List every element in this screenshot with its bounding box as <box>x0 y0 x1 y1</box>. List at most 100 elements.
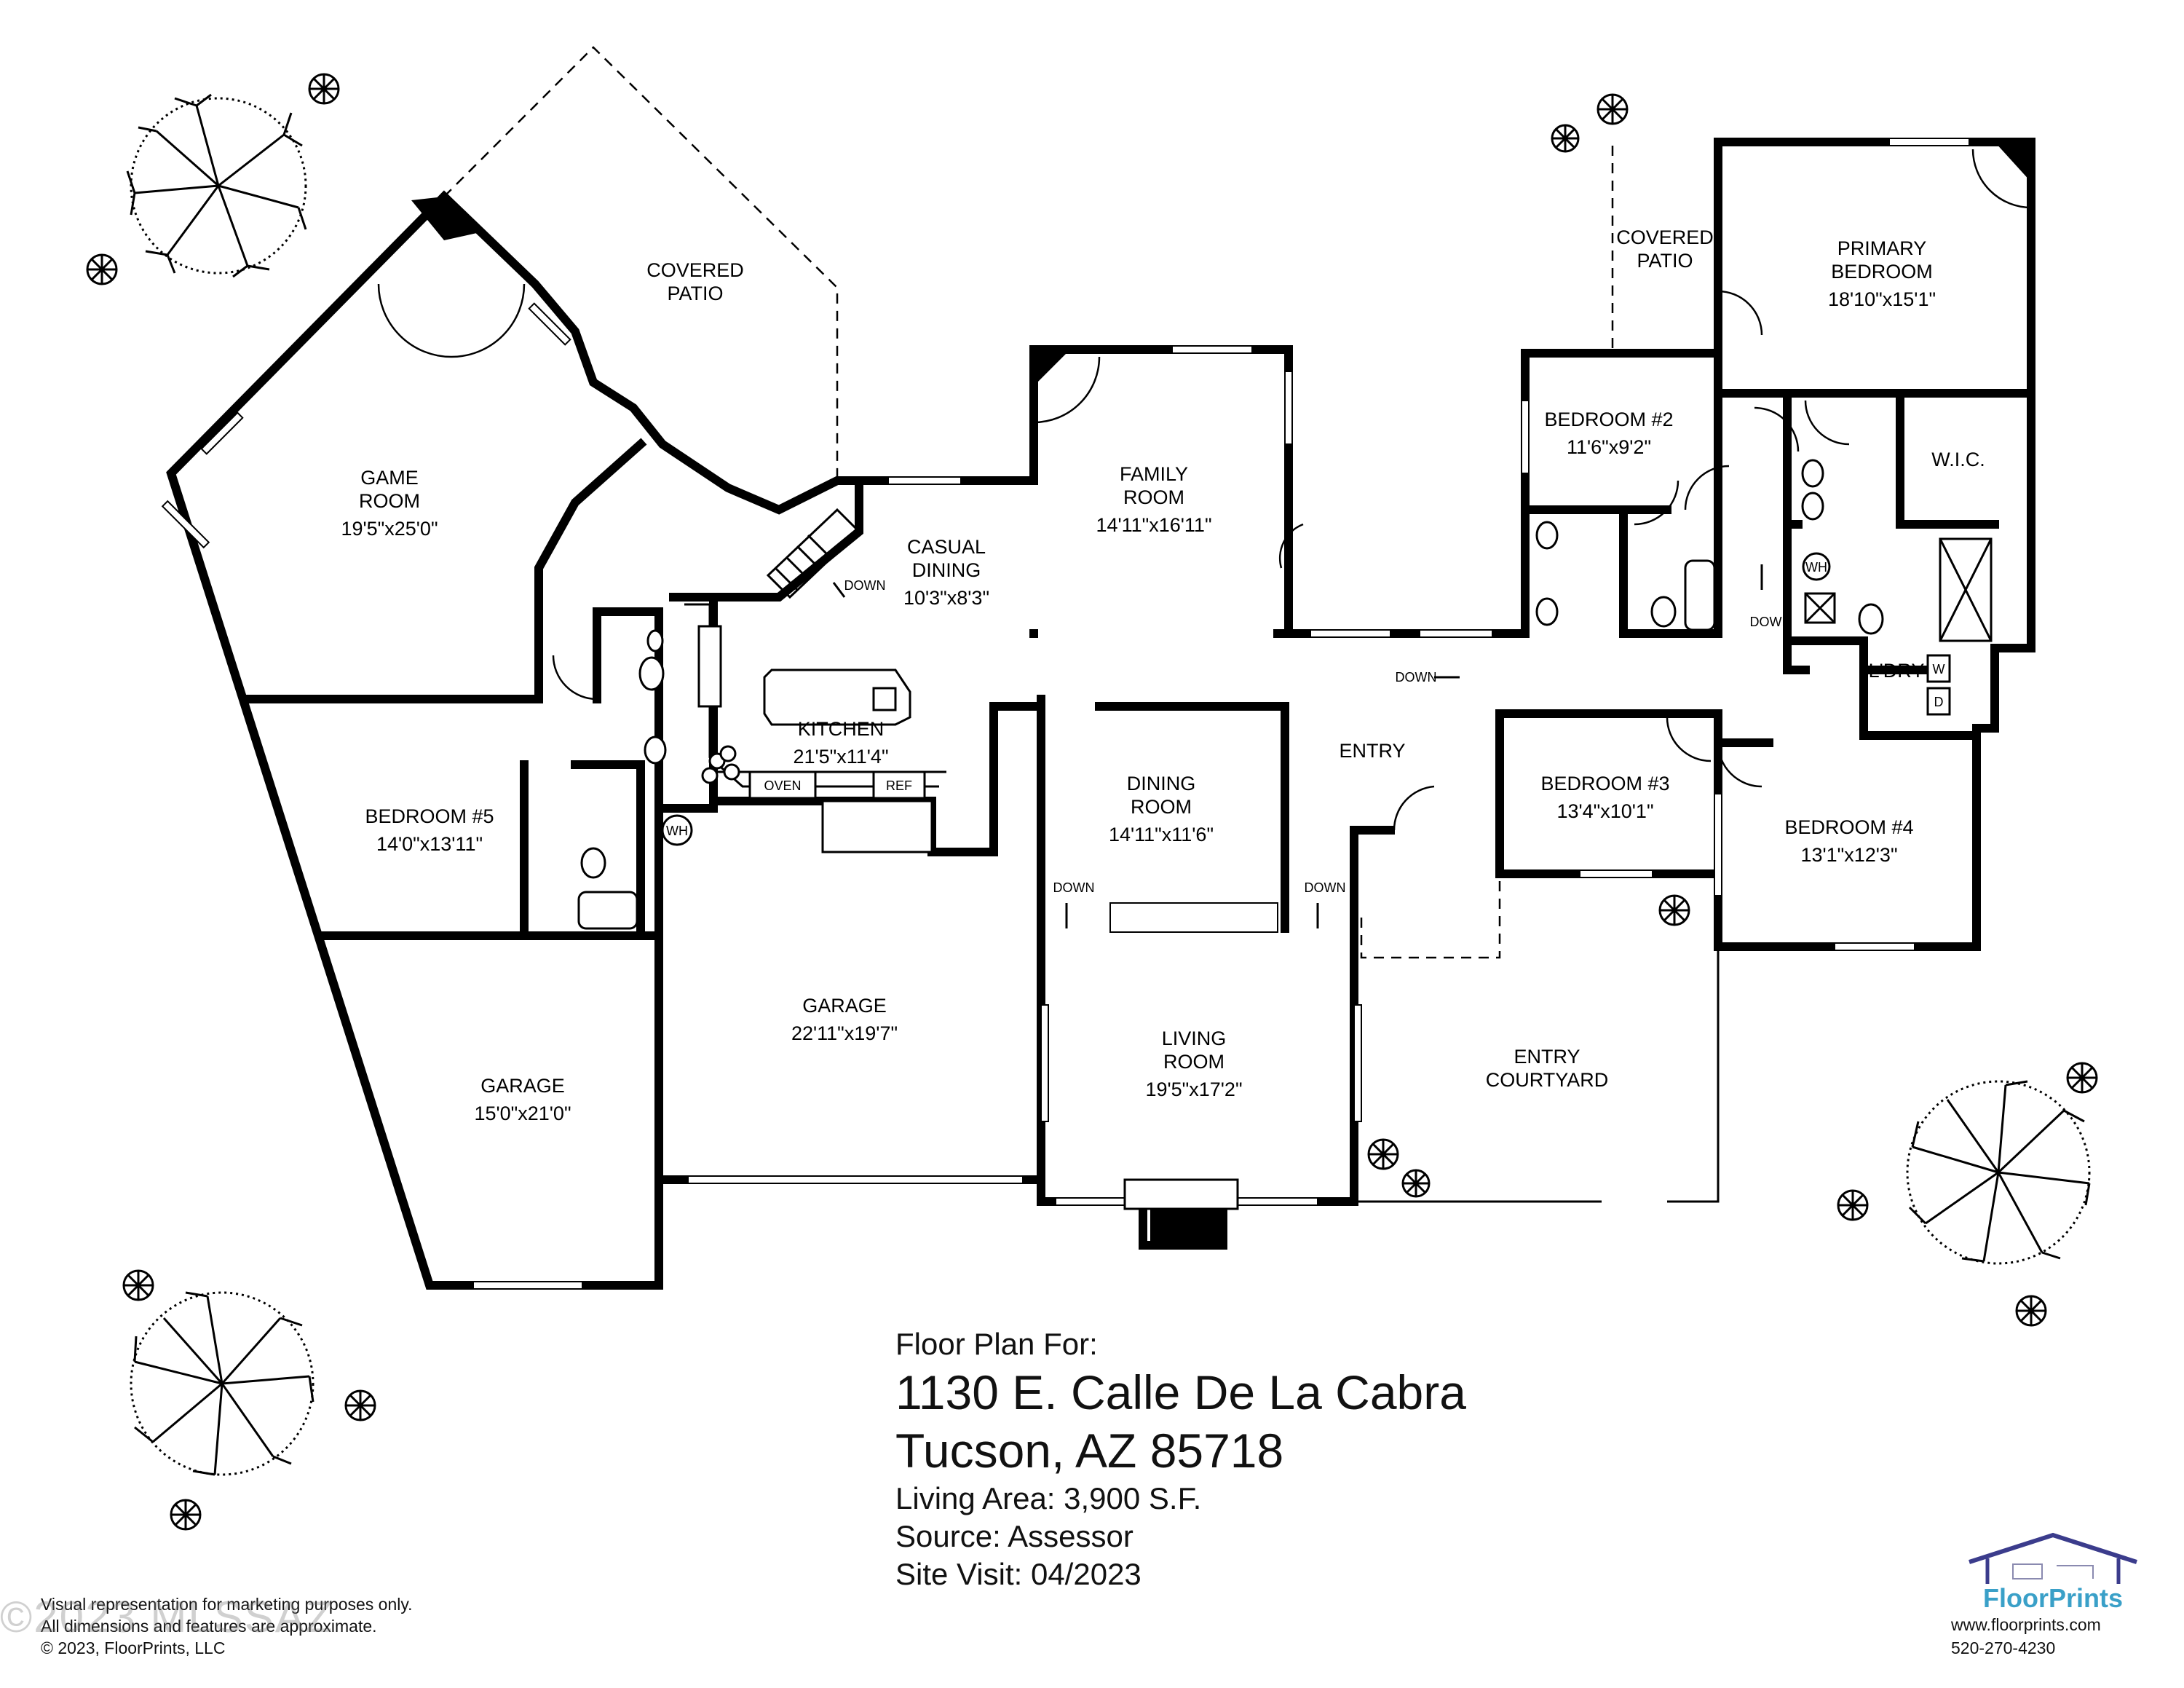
svg-text:ROOM: ROOM <box>1123 486 1184 508</box>
down-arrows <box>832 564 1763 928</box>
svg-text:FAMILY: FAMILY <box>1120 463 1188 485</box>
doors <box>377 149 2032 831</box>
svg-text:DOWN: DOWN <box>1750 615 1792 629</box>
annotations: DOWN DOWN DOWN DOWN DOWN OVEN REF WH WH … <box>666 560 1945 895</box>
svg-text:19'5"x25'0": 19'5"x25'0" <box>341 518 438 540</box>
svg-text:DOWN: DOWN <box>1396 670 1437 685</box>
disclaimer-line2: All dimensions and features are approxim… <box>41 1617 377 1636</box>
room-primary-bedroom: PRIMARY BEDROOM 18'10"x15'1" <box>1828 237 1936 310</box>
svg-text:ENTRY: ENTRY <box>1339 740 1405 762</box>
brand-block: FloorPrints www.floorprints.com 520-270-… <box>1951 1529 2155 1657</box>
svg-text:ENTRY: ENTRY <box>1514 1046 1580 1068</box>
room-laundry: L'DRY <box>1869 660 1925 682</box>
svg-text:GARAGE: GARAGE <box>802 995 887 1017</box>
room-garage-2: GARAGE 22'11"x19'7" <box>791 995 898 1044</box>
svg-text:CASUAL: CASUAL <box>907 536 986 558</box>
svg-text:BEDROOM: BEDROOM <box>1831 261 1933 283</box>
svg-text:10'3"x8'3": 10'3"x8'3" <box>903 587 989 609</box>
room-casual-dining: CASUAL DINING 10'3"x8'3" <box>903 536 989 609</box>
svg-text:13'4"x10'1": 13'4"x10'1" <box>1556 800 1653 822</box>
room-kitchen: KITCHEN 21'5"x11'4" <box>793 718 888 768</box>
site-visit: Site Visit: 04/2023 <box>895 1557 1142 1591</box>
svg-text:11'6"x9'2": 11'6"x9'2" <box>1567 436 1651 458</box>
room-entry: ENTRY <box>1339 740 1405 762</box>
svg-text:BEDROOM #4: BEDROOM #4 <box>1784 816 1913 838</box>
brand-phone: 520-270-4230 <box>1951 1638 2056 1657</box>
svg-text:KITCHEN: KITCHEN <box>798 718 885 740</box>
svg-text:19'5"x17'2": 19'5"x17'2" <box>1145 1078 1242 1100</box>
svg-text:DOWN: DOWN <box>844 578 886 593</box>
svg-text:22'11"x19'7": 22'11"x19'7" <box>791 1022 898 1044</box>
svg-text:ROOM: ROOM <box>1163 1051 1224 1073</box>
svg-text:W: W <box>1933 662 1945 677</box>
room-family-room: FAMILY ROOM 14'11"x16'11" <box>1096 463 1211 536</box>
disclaimer-line1: Visual representation for marketing purp… <box>41 1595 413 1614</box>
svg-text:14'11"x16'11": 14'11"x16'11" <box>1096 514 1211 536</box>
room-labels: COVERED PATIO GAME ROOM 19'5"x25'0" CASU… <box>341 226 1985 1124</box>
fixtures <box>411 142 2031 1245</box>
tree-top-left <box>126 93 307 278</box>
room-entry-courtyard: ENTRY COURTYARD <box>1486 1046 1609 1091</box>
svg-text:COURTYARD: COURTYARD <box>1486 1069 1609 1091</box>
svg-text:GAME: GAME <box>360 467 419 489</box>
brand-website: www.floorprints.com <box>1951 1615 2101 1634</box>
svg-text:BEDROOM #5: BEDROOM #5 <box>365 805 494 827</box>
svg-text:PATIO: PATIO <box>667 283 723 304</box>
svg-text:PRIMARY: PRIMARY <box>1837 237 1927 259</box>
watermark: ©2023 MLSSAZ <box>0 1593 334 1641</box>
svg-text:BEDROOM #3: BEDROOM #3 <box>1540 773 1669 794</box>
svg-text:DOWN: DOWN <box>1053 880 1095 895</box>
svg-text:15'0"x21'0": 15'0"x21'0" <box>474 1103 571 1124</box>
svg-text:DOWN: DOWN <box>1305 880 1346 895</box>
svg-text:L'DRY: L'DRY <box>1869 660 1925 682</box>
svg-text:13'1"x12'3": 13'1"x12'3" <box>1800 844 1897 866</box>
svg-text:14'11"x11'6": 14'11"x11'6" <box>1109 824 1214 845</box>
windows <box>161 138 1970 1290</box>
svg-text:DINING: DINING <box>912 559 981 581</box>
walls <box>166 138 2035 1290</box>
address-line1: 1130 E. Calle De La Cabra <box>895 1365 1466 1419</box>
shrubs <box>86 73 2098 1531</box>
disclaimer-line3: © 2023, FloorPrints, LLC <box>41 1638 226 1657</box>
listing-info: Floor Plan For: 1130 E. Calle De La Cabr… <box>895 1325 1466 1593</box>
tree-right <box>1906 1080 2091 1265</box>
svg-text:BEDROOM #2: BEDROOM #2 <box>1544 409 1673 430</box>
info-heading: Floor Plan For: <box>895 1327 1098 1361</box>
svg-text:WH: WH <box>666 824 688 838</box>
room-bedroom-2: BEDROOM #2 11'6"x9'2" <box>1544 409 1673 458</box>
address-line2: Tucson, AZ 85718 <box>895 1424 1284 1478</box>
svg-text:DINING: DINING <box>1127 773 1196 794</box>
room-covered-patio-1: COVERED PATIO <box>646 259 744 304</box>
svg-text:ROOM: ROOM <box>1131 796 1192 818</box>
svg-text:OVEN: OVEN <box>764 778 801 793</box>
svg-text:W.I.C.: W.I.C. <box>1931 449 1985 470</box>
room-bedroom-3: BEDROOM #3 13'4"x10'1" <box>1540 773 1669 822</box>
room-bedroom-4: BEDROOM #4 13'1"x12'3" <box>1784 816 1913 866</box>
svg-text:REF: REF <box>886 778 912 793</box>
svg-text:14'0"x13'11": 14'0"x13'11" <box>376 833 483 855</box>
svg-text:GARAGE: GARAGE <box>480 1075 565 1097</box>
svg-text:COVERED: COVERED <box>646 259 744 281</box>
room-bedroom-5: BEDROOM #5 14'0"x13'11" <box>365 805 494 855</box>
svg-text:PATIO: PATIO <box>1637 250 1693 272</box>
source: Source: Assessor <box>895 1519 1133 1553</box>
svg-text:18'10"x15'1": 18'10"x15'1" <box>1828 288 1936 310</box>
house-logo-icon <box>1969 1532 2137 1584</box>
svg-text:ROOM: ROOM <box>359 490 420 512</box>
svg-text:D: D <box>1934 695 1944 709</box>
room-dining-room: DINING ROOM 14'11"x11'6" <box>1109 773 1214 845</box>
svg-text:21'5"x11'4": 21'5"x11'4" <box>793 746 888 768</box>
brand-name: FloorPrints <box>1982 1583 2123 1613</box>
room-garage-1: GARAGE 15'0"x21'0" <box>474 1075 571 1124</box>
svg-text:WH: WH <box>1805 560 1827 575</box>
room-wic: W.I.C. <box>1931 449 1985 470</box>
tree-bottom-left <box>130 1291 314 1476</box>
room-covered-patio-2: COVERED PATIO <box>1616 226 1714 272</box>
room-game-room: GAME ROOM 19'5"x25'0" <box>341 467 438 540</box>
svg-text:COVERED: COVERED <box>1616 226 1714 248</box>
room-living-room: LIVING ROOM 19'5"x17'2" <box>1145 1028 1242 1100</box>
svg-text:LIVING: LIVING <box>1162 1028 1227 1049</box>
patio-outlines <box>443 46 1614 959</box>
disclaimer: Visual representation for marketing purp… <box>41 1593 413 1659</box>
